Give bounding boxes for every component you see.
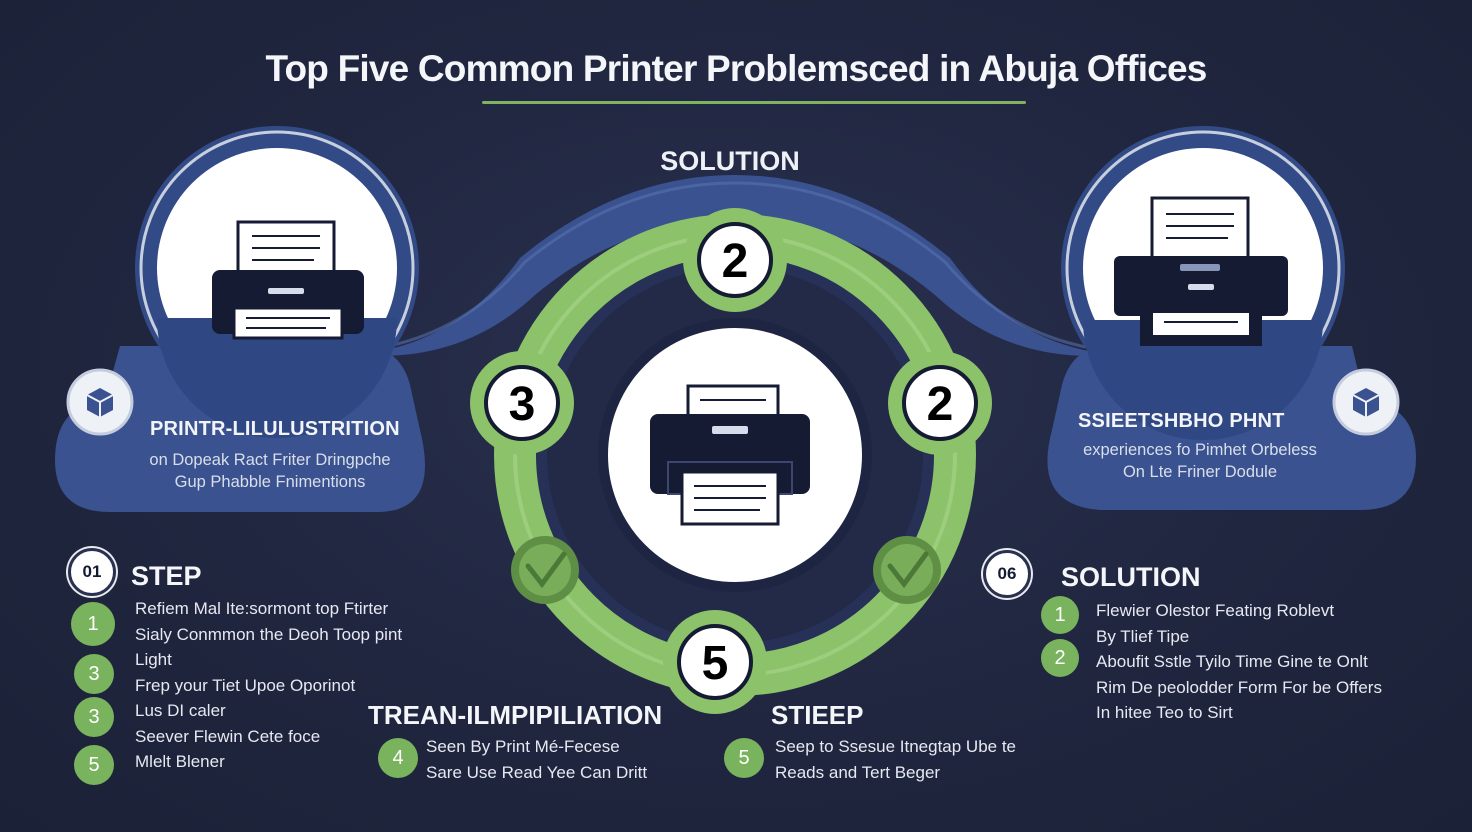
section-marker: 01	[68, 548, 116, 596]
ring-node-right	[888, 351, 992, 455]
list-item: Sialy Conmmon the Deoh Toop pint	[135, 624, 403, 644]
right-banner-line: experiences fo Pimhet Orbeless	[1083, 441, 1317, 459]
bottom-right-list: Seep to Ssesue Itnegtap Ube te Reads and…	[775, 734, 1095, 785]
step-badge: 3	[74, 697, 114, 737]
bottom-left-list: Seen By Print Mé-Fecese Sare Use Read Ye…	[426, 734, 726, 785]
list-item: Mlelt Blener	[135, 752, 225, 771]
section-marker: 06	[983, 550, 1031, 598]
ring-node-top	[683, 208, 787, 312]
cube-icon	[66, 368, 134, 436]
list-item: Frep your Tiet Upoe Oporinot	[135, 675, 356, 695]
left-section-heading: STEP	[131, 561, 202, 591]
printer-icon	[1114, 196, 1288, 346]
right-section-list: Flewier Olestor Feating Roblevt By Tlief…	[1096, 598, 1456, 726]
printer-icon	[650, 384, 810, 526]
ring-node-bottom	[663, 610, 767, 714]
list-item: By Tlief Tipe	[1096, 626, 1190, 646]
step-badge: 1	[1041, 596, 1079, 634]
list-item: Sare Use Read Yee Can Dritt	[426, 762, 648, 782]
step-badge: 5	[74, 745, 114, 785]
list-item: Lus DI caler	[135, 701, 226, 720]
step-badge: 4	[378, 738, 418, 778]
cube-icon	[1332, 368, 1400, 436]
right-banner-desc: experiences fo Pimhet Orbeless On Lte Fr…	[1000, 439, 1400, 483]
left-banner-line: on Dopeak Ract Friter Dringpche	[149, 451, 391, 469]
list-item: Light	[135, 650, 172, 669]
list-item: Flewier Olestor Feating Roblevt	[1096, 601, 1335, 620]
step-badge: 1	[71, 602, 115, 646]
arc-label: SOLUTION	[660, 146, 800, 176]
right-banner-title: SSIEETSHBHO PHNT	[1078, 410, 1285, 432]
list-item: Seep to Ssesue Itnegtap Ube te	[775, 737, 1017, 756]
list-item: In hitee Teo to Sirt	[1096, 703, 1233, 722]
list-item: Reads and Tert Beger	[775, 762, 941, 782]
printer-icon	[212, 220, 364, 340]
list-item: Aboufit Sstle Tyilo Time Gine te Onlt	[1096, 652, 1368, 671]
step-badge: 2	[1041, 639, 1079, 677]
list-item: Refiem Mal Ite:sormont top Ftirter	[135, 599, 389, 618]
step-badge: 5	[724, 738, 764, 778]
bottom-right-heading: STIEEP	[771, 700, 864, 730]
list-item: Rim De peolodder Form For be Offers	[1096, 677, 1382, 697]
ring-node-left	[470, 351, 574, 455]
right-banner-line: On Lte Friner Dodule	[1122, 463, 1278, 481]
left-banner-line: Gup Phabble Fnimentions	[174, 473, 366, 491]
ring-number-top: 2	[722, 235, 749, 288]
title-underline	[482, 101, 1026, 104]
check-icon	[511, 536, 579, 604]
check-icon	[873, 536, 941, 604]
bottom-left-heading: TREAN-ILMPIPILIATION	[368, 700, 663, 730]
left-banner-desc: on Dopeak Ract Friter Dringpche Gup Phab…	[70, 449, 470, 493]
list-item: Seever Flewin Cete foce	[135, 726, 321, 746]
ring-number-bottom: 5	[702, 637, 729, 690]
page-title: Top Five Common Printer Problemsced in A…	[265, 48, 1207, 89]
list-item: Seen By Print Mé-Fecese	[426, 737, 620, 756]
left-section-list: Refiem Mal Ite:sormont top Ftirter Sialy…	[135, 596, 475, 775]
right-section-heading: SOLUTION	[1061, 562, 1201, 592]
ring-number-right: 2	[927, 378, 954, 431]
step-badge: 3	[74, 654, 114, 694]
ring-number-left: 3	[509, 378, 536, 431]
left-banner-title: PRINTR-LILULUSTRITION	[150, 418, 400, 440]
